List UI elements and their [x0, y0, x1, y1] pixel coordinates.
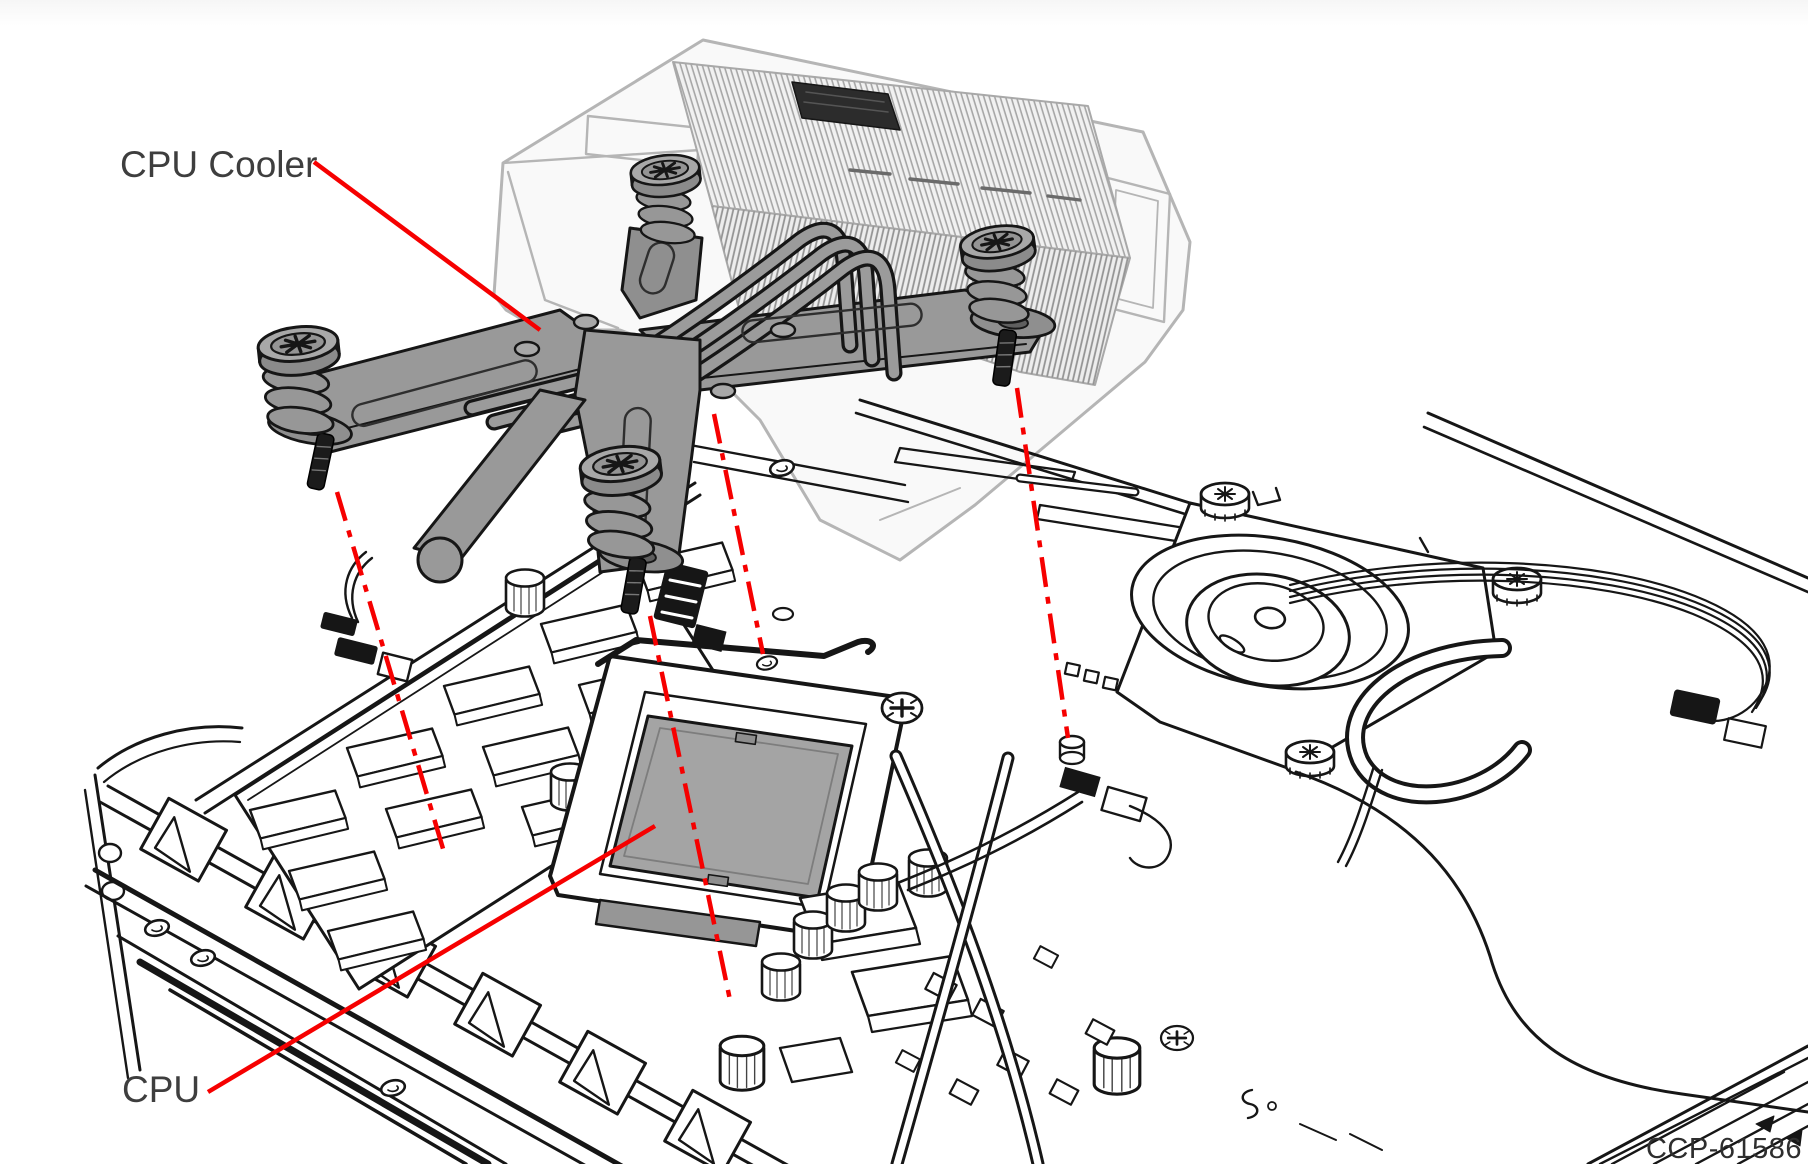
- alignment-guide-right: [1014, 387, 1071, 739]
- mounting-hole: [378, 1076, 408, 1100]
- board-connectors-left: [320, 550, 591, 812]
- fan-thumbscrew: [1284, 739, 1336, 781]
- alignment-guide-front: [647, 615, 733, 1001]
- figure-code: CCP-61586: [1645, 1133, 1802, 1164]
- socket-screw: [880, 691, 924, 725]
- callout-label-cpu: CPU: [122, 1069, 201, 1110]
- mounting-hole-cooler-rear: [754, 653, 780, 673]
- callout-label-cpu-cooler: CPU Cooler: [120, 144, 318, 185]
- annotation-overlay: [206, 160, 1071, 1094]
- fan-hub: [1253, 606, 1287, 630]
- chassis-left-edge: [83, 725, 244, 1080]
- leader-line-cpu: [206, 824, 657, 1094]
- leader-line-cpu-cooler: [312, 160, 542, 332]
- capacitor: [718, 1034, 766, 1092]
- bracket-arm-front: [412, 388, 587, 562]
- cpu-die: [608, 714, 854, 900]
- alignment-guide-left: [334, 491, 447, 853]
- motherboard-chassis: [83, 398, 1808, 1164]
- cables-right: [1288, 561, 1771, 868]
- fan-thumbscrew: [1491, 566, 1543, 608]
- mounting-hole: [188, 946, 218, 970]
- fan-thumbscrew: [1199, 481, 1251, 523]
- cables-center: [889, 749, 1084, 1164]
- socket-lever: [595, 637, 876, 667]
- io-port-bracket: [84, 784, 789, 1164]
- alignment-guide-rear: [711, 413, 766, 655]
- standoff-cooler-right: [1058, 734, 1086, 766]
- bottom-right-panel: [1241, 770, 1808, 1164]
- board-connectors-center: [653, 561, 727, 652]
- board-front-edge: [116, 934, 508, 1164]
